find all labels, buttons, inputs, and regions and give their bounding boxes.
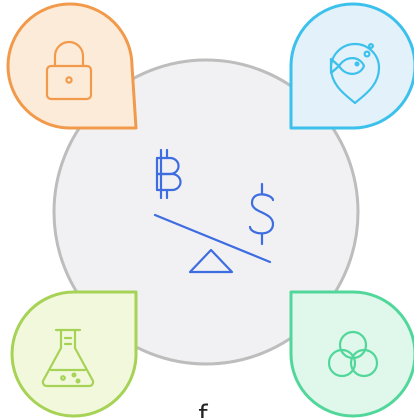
flask-badge xyxy=(10,290,138,418)
lock-icon xyxy=(45,40,93,101)
center-circle xyxy=(52,58,360,366)
fish-pin-badge xyxy=(289,2,414,130)
flask-icon xyxy=(41,328,95,388)
footer-glyph: f xyxy=(198,400,208,418)
fish-pin-icon xyxy=(329,42,381,105)
scale-bitcoin-dollar-icon xyxy=(153,148,275,274)
venn-circles-icon xyxy=(327,330,379,378)
